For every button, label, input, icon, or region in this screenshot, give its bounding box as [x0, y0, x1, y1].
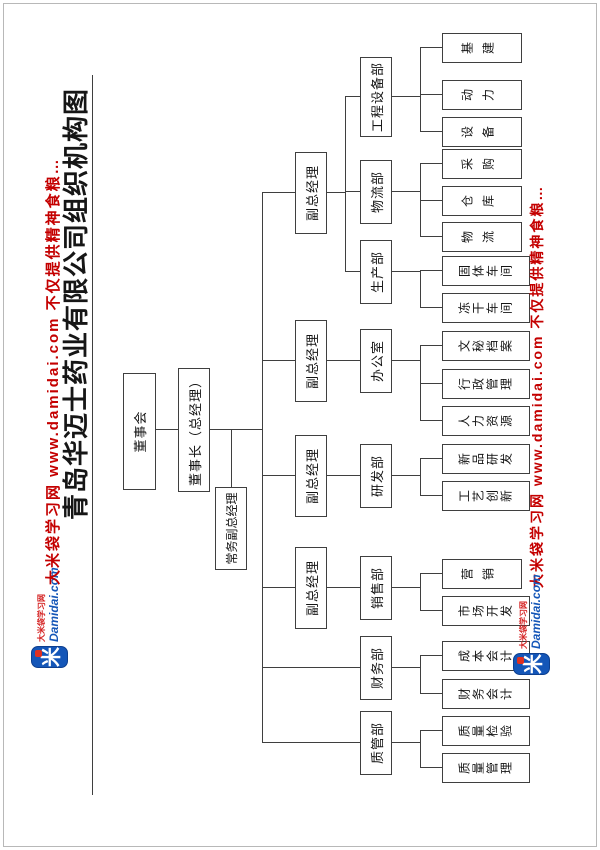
damidai-logo-icon: 米	[512, 653, 550, 675]
connector-line	[420, 345, 442, 346]
watermark-text-bottom: 大米袋学习网 www.damidai.com 不仅提供精神食粮…	[527, 185, 547, 588]
org-box-leaf-zhiliang-guanli: 质量管理	[442, 753, 530, 783]
connector-line	[262, 587, 295, 588]
damidai-logo-icon: 米	[30, 646, 68, 668]
title-rule	[92, 75, 93, 795]
watermark-url: www.damidai.com	[529, 334, 545, 487]
org-box-leaf-wenmi-dangan: 文秘档案	[442, 331, 530, 361]
connector-line	[392, 191, 420, 192]
org-box-deputy-2: 副总经理	[295, 320, 327, 402]
connector-line	[262, 742, 360, 743]
connector-line	[420, 656, 421, 694]
connector-line	[392, 96, 420, 97]
connector-line	[420, 767, 442, 768]
connector-line	[420, 236, 442, 237]
org-box-board: 董事会	[123, 373, 156, 490]
org-box-dept-logistics: 物流部	[360, 160, 392, 224]
org-box-leaf-shebei: 设备	[442, 117, 522, 147]
connector-line	[420, 47, 442, 48]
org-box-leaf-caiwu-kuaiji: 财务会计	[442, 679, 530, 709]
connector-line	[392, 587, 420, 588]
connector-line	[420, 383, 442, 384]
org-box-leaf-zhiliang-jianyan: 质量检验	[442, 716, 530, 746]
org-box-dept-finance: 财务部	[360, 636, 392, 700]
connector-line	[420, 655, 442, 656]
connector-line	[392, 667, 420, 668]
connector-line	[392, 271, 420, 272]
org-box-deputy-1: 副总经理	[295, 152, 327, 234]
connector-line	[345, 191, 360, 192]
connector-line	[345, 271, 360, 272]
connector-line	[210, 429, 262, 430]
org-box-chairman: 董事长（总经理）	[178, 368, 210, 492]
watermark-cn2: 不仅提供精神食粮…	[529, 184, 545, 329]
connector-line	[420, 307, 442, 308]
connector-line	[420, 573, 442, 574]
org-box-dept-office: 办公室	[360, 329, 392, 393]
org-box-dept-rnd: 研发部	[360, 444, 392, 508]
org-box-leaf-xingzheng-guanli: 行政管理	[442, 369, 530, 399]
connector-line	[262, 475, 295, 476]
connector-line	[392, 475, 420, 476]
connector-line	[345, 96, 360, 97]
connector-line	[262, 360, 295, 361]
org-box-leaf-renli-ziyuan: 人力资源	[442, 406, 530, 436]
connector-line	[262, 192, 295, 193]
logo-glyph: 米	[522, 654, 545, 674]
connector-line	[420, 420, 442, 421]
connector-line	[420, 459, 421, 496]
org-box-leaf-wuliu: 物流	[442, 222, 522, 252]
damidai-logo-top: 米 大米袋学习网 Damidai.com	[27, 567, 71, 668]
org-box-leaf-xinpin-yanfa: 新品研发	[442, 444, 530, 474]
logo-site-cn: 大米袋学习网	[519, 601, 528, 649]
org-box-leaf-guti-chejian: 固体车间	[442, 256, 530, 286]
connector-line	[420, 163, 442, 164]
org-box-deputy-3: 副总经理	[295, 435, 327, 517]
org-box-dept-production: 生产部	[360, 240, 392, 304]
connector-line	[327, 192, 345, 193]
org-box-leaf-donggan-chejian: 冻干车间	[442, 293, 530, 323]
connector-line	[420, 270, 442, 271]
connector-line	[420, 458, 442, 459]
connector-line	[420, 574, 421, 611]
org-box-leaf-caigou: 采购	[442, 149, 522, 179]
connector-line	[420, 693, 442, 694]
org-box-dept-engineering: 工程设备部	[360, 57, 392, 137]
page-title: 青岛华迈士药业有限公司组织机构图	[62, 87, 91, 520]
connector-line	[345, 97, 346, 272]
connector-line	[420, 131, 442, 132]
logo-text: 大米袋学习网 Damidai.com	[519, 574, 543, 649]
connector-line	[420, 730, 442, 731]
connector-line	[231, 430, 232, 487]
org-box-leaf-gongyi-chuangxin: 工艺创新	[442, 481, 530, 511]
connector-line	[420, 495, 442, 496]
connector-line	[327, 360, 360, 361]
org-box-leaf-yingxiao: 营销	[442, 559, 522, 589]
damidai-logo-bottom: 米 大米袋学习网 Damidai.com	[509, 574, 553, 675]
connector-line	[262, 193, 263, 743]
org-box-leaf-jijian: 基建	[442, 33, 522, 63]
connector-line	[420, 94, 442, 95]
org-box-leaf-cangku: 仓库	[442, 186, 522, 216]
connector-line	[392, 360, 420, 361]
connector-line	[420, 200, 442, 201]
connector-line	[262, 667, 360, 668]
connector-line	[392, 742, 420, 743]
connector-line	[420, 610, 442, 611]
org-box-deputy-4: 副总经理	[295, 547, 327, 629]
connector-line	[327, 587, 360, 588]
connector-line	[327, 475, 360, 476]
org-box-dept-quality: 质管部	[360, 711, 392, 775]
connector-line	[420, 48, 421, 132]
connector-line	[420, 731, 421, 768]
org-box-managing-deputy: 常务副总经理	[215, 487, 247, 570]
org-box-dept-sales: 销售部	[360, 556, 392, 620]
connector-line	[156, 429, 178, 430]
connector-line	[420, 271, 421, 308]
logo-glyph: 米	[40, 647, 63, 667]
org-box-leaf-dongli: 动力	[442, 80, 522, 110]
logo-site-en: Damidai.com	[528, 574, 543, 649]
